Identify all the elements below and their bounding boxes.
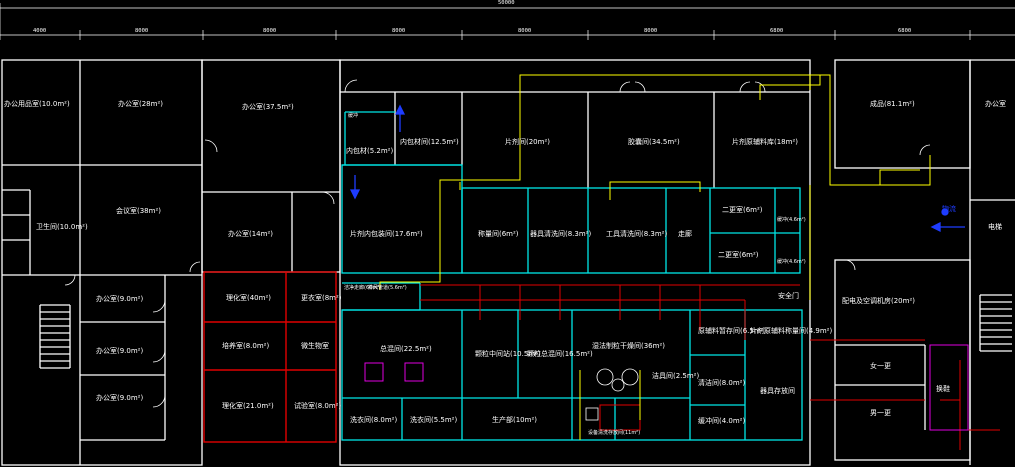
room-office-manager: 办公用品室(10.0m²) [4,100,70,108]
equipment-symbols [585,368,639,421]
lab-zone [203,271,337,443]
room-drying: 总混间(22.5m²) [380,345,432,353]
room-entry: 换鞋 [936,385,950,393]
room-container-wash: 器具清洗间(8.3m²) [530,230,592,238]
room-tablet-pack: 片剂内包装间(17.6m²) [350,230,423,238]
dim-seg-8: 6800 [898,28,912,34]
door-swings [64,79,931,408]
room-corridor-label: 洁净走廊(60m²) [344,285,382,291]
marker-boxes [364,344,969,431]
dim-seg-3: 8000 [263,28,277,34]
room-office-6: 办公室(9.0m²) [96,394,144,402]
dim-seg-6: 8000 [644,28,658,34]
room-lab-2: 更衣室(8m²) [301,294,342,302]
room-warehouse: 成品(81.1m²) [870,100,915,108]
room-office-1: 办公室(28m²) [118,100,163,108]
flow-label: 物流 [942,205,956,213]
room-granulation: 湿法制粒干燥间(36m²) [592,342,665,350]
room-corridor-top: 走廊 [678,230,692,238]
room-corridor-right: 缓冲 [348,113,359,119]
room-dispatch: 片剂原辅料称量间(4.9m²) [750,327,833,335]
room-buffer-small: 缓冲间(4.0m²) [698,417,746,425]
room-lab-6: 试验室(8.0m²) [294,402,342,410]
room-clean-cloth: 洁具间(2.5m²) [652,372,700,380]
room-production-office: 生产部(10m²) [492,416,537,424]
room-office-right: 办公室 [985,100,1006,108]
room-equip-store: 器具存放间 [760,387,795,395]
room-lab-1: 理化室(40m²) [226,294,271,302]
dim-seg-4: 8000 [392,28,406,34]
room-buffer-bot: 缓冲(4.6m²) [777,259,806,265]
room-capsule: 胶囊间(34.5m²) [628,138,680,146]
room-lab-5: 理化室(21.0m²) [222,402,274,410]
room-equipment-top: 设备清洗存放间(11m²) [588,430,641,436]
room-change-m: 男一更 [870,409,891,417]
clean-zone [341,111,803,441]
flow-arrows [349,104,965,233]
room-change2b: 二更室(6m²) [718,251,759,259]
air-supply-lines [379,74,931,440]
room-mixer: 颗粒总混间(16.5m²) [527,350,593,358]
room-office-2: 办公室(37.5m²) [242,103,294,111]
room-wash-a: 洗衣间(8.0m²) [350,416,398,424]
room-tablet: 片剂间(20m²) [505,138,550,146]
room-interm-store: 颗粒中间站(10.5m²) [475,350,541,358]
room-return: 清洁间(8.0m²) [698,379,746,387]
room-raw-change: 原辅料暂存间(6.5m²) [698,327,767,335]
dim-seg-1: 4000 [33,28,47,34]
room-lab-3: 培养室(8.0m²) [222,342,270,350]
dim-seg-5: 8000 [518,28,532,34]
room-meeting: 会议室(38m²) [116,207,161,215]
dimension-lines [0,3,1015,40]
room-aux: 配电及空调机房(20m²) [842,297,915,305]
room-lab-4: 微生物室 [301,342,329,350]
room-tool-clean: 工具清洗间(8.3m²) [606,230,668,238]
room-change2: 二更室(6m²) [722,206,763,214]
dim-seg-2: 8000 [135,28,149,34]
dim-total: 50000 [498,0,515,6]
duct-label: 排风管道(5.6m²) [368,285,407,291]
room-outer-pack: 内包材间(12.5m²) [400,138,459,146]
room-buffer-top: 缓冲(4.6m²) [777,217,806,223]
room-safe-door: 安全门 [778,292,799,300]
room-office-4: 办公室(9.0m²) [96,295,144,303]
room-office-3: 办公室(14m²) [228,230,273,238]
room-inner-pack-small: 内包材(5.2m²) [346,147,394,155]
room-stair-right: 电梯 [988,223,1002,231]
building-walls [1,59,1015,466]
room-restroom: 卫生间(10.0m²) [36,223,88,231]
room-wash-b: 洗衣间(5.5m²) [410,416,458,424]
dim-seg-7: 6800 [770,28,784,34]
room-tablet-store: 片剂原辅料库(18m²) [732,138,798,146]
room-office-5: 办公室(9.0m²) [96,347,144,355]
room-change-f: 女一更 [870,362,891,370]
room-weigh: 称量间(6m²) [478,230,519,238]
